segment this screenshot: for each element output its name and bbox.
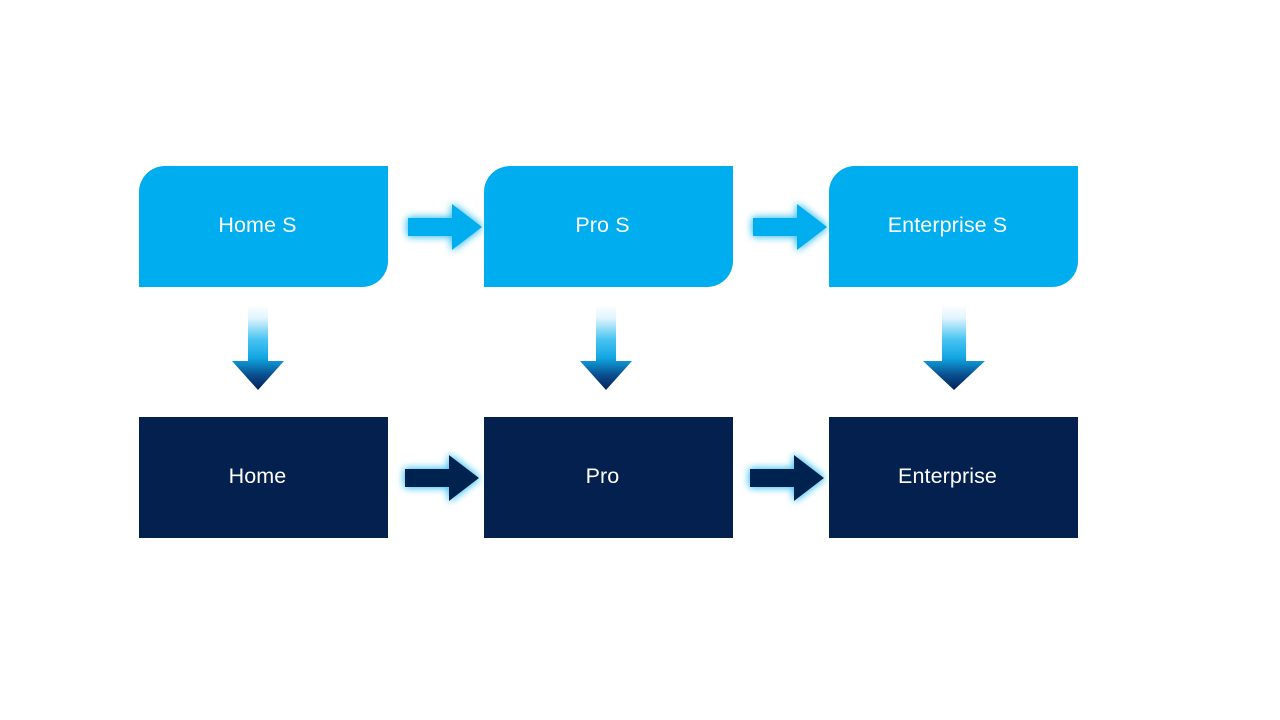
arrow-down-icon-pro-s-to-pro	[580, 306, 632, 390]
node-label: Home	[228, 463, 287, 488]
node-label: Enterprise	[898, 463, 997, 488]
arrow-right-icon-pro-to-enterprise	[750, 454, 824, 502]
arrow-down-icon-home-s-to-home	[232, 306, 284, 390]
node-label: Enterprise S	[887, 212, 1008, 237]
node-label: Home S	[218, 212, 297, 237]
node-enterprise-s[interactable]: Enterprise S	[829, 166, 1078, 287]
node-enterprise[interactable]: Enterprise	[829, 417, 1078, 538]
arrow-right-icon-home-s-to-pro-s	[408, 203, 482, 251]
node-pro-s[interactable]: Pro S	[484, 166, 733, 287]
arrow-down-icon-enterprise-s-to-enterprise	[923, 306, 985, 390]
arrow-right-icon-home-to-pro	[405, 454, 479, 502]
node-pro[interactable]: Pro	[484, 417, 733, 538]
node-home[interactable]: Home	[139, 417, 388, 538]
arrow-right-icon-pro-s-to-enterprise-s	[753, 203, 827, 251]
node-label: Pro	[585, 463, 620, 488]
node-home-s[interactable]: Home S	[139, 166, 388, 287]
node-label: Pro S	[575, 212, 630, 237]
